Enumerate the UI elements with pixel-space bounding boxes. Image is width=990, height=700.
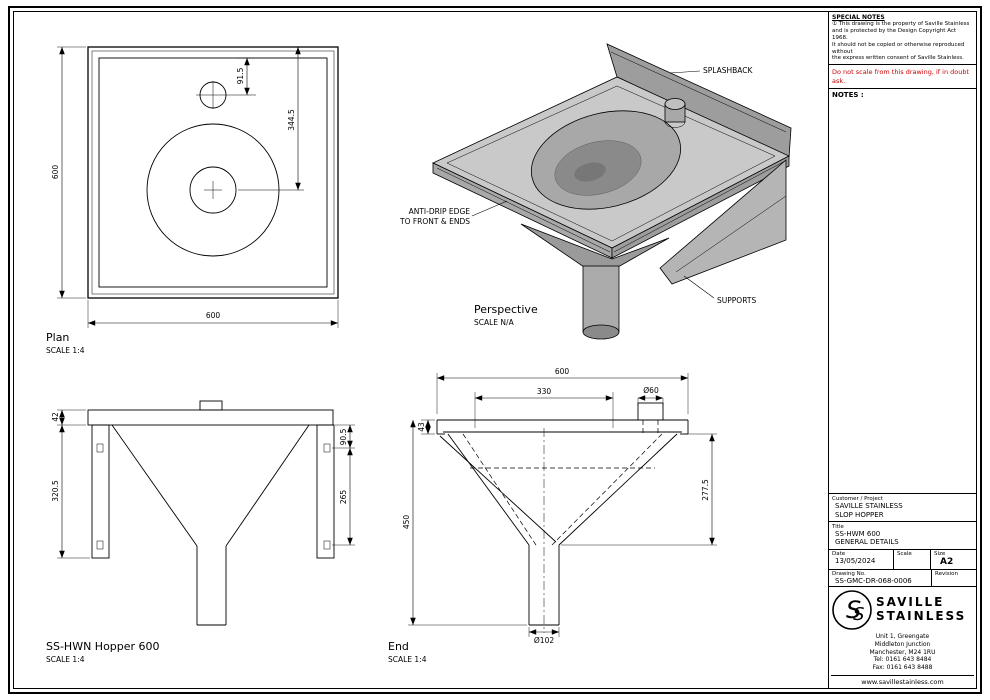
rim-face-right: [611, 155, 790, 259]
plan-scale: SCALE 1:4: [46, 346, 85, 355]
perspective-callouts: SPLASHBACK ANTI-DRIP EDGE TO FRONT & END…: [399, 66, 756, 305]
company-address-line2: Middleton Junction: [874, 640, 931, 648]
special-notes-line: ① This drawing is the property of Savill…: [832, 21, 970, 27]
company-tel: Tel: 0161 643 8484: [873, 656, 932, 664]
end-dim-width: 600: [555, 367, 570, 376]
front-dim-body-height: 320.5: [51, 480, 60, 502]
company-address-line3: Manchester, M24 1RU: [869, 648, 936, 656]
size-value: A2: [940, 556, 954, 567]
title-line1: SS-HWM 600: [835, 529, 881, 538]
special-notes-line: and is protected by the Design Copyright…: [832, 27, 957, 41]
notes-box: NOTES :: [829, 89, 976, 495]
title-label: Title: [832, 523, 844, 530]
plan-dim-outlet-offset: 91.5: [236, 67, 245, 84]
front-title: SS-HWN Hopper 600: [46, 640, 160, 653]
plan-dim-width: 600: [206, 311, 221, 320]
special-notes-header: SPECIAL NOTES: [832, 14, 885, 21]
date-scale-size-row: Date 13/05/2024 Scale Size A2: [829, 549, 976, 570]
customer-label: Customer / Project: [832, 496, 883, 503]
support-bracket: [659, 159, 787, 285]
company-main: S S SAVILLE STAINLESS: [831, 589, 974, 631]
plan-view: 91.5 344.5 600 600 Plan SCALE 1:4: [46, 46, 339, 355]
company-name-line1: SAVILLE: [876, 595, 945, 610]
company-name-line2: STAINLESS: [876, 609, 967, 624]
revision-label: Revision: [935, 570, 958, 577]
date-cell: Date 13/05/2024: [829, 549, 894, 569]
drawing-no-label: Drawing No.: [832, 570, 866, 577]
end-scale: SCALE 1:4: [388, 655, 427, 664]
end-title: End: [388, 640, 409, 653]
front-scale: SCALE 1:4: [46, 655, 85, 664]
end-dimensions: 600 330 Ø60 43 450 277.5: [402, 367, 717, 645]
scale-label: Scale: [897, 550, 912, 557]
plan-dim-height: 600: [51, 165, 60, 180]
title-box: Title SS-HWM 600 GENERAL DETAILS: [829, 522, 976, 550]
perspective-scale: SCALE N/A: [474, 318, 515, 327]
title-line2: GENERAL DETAILS: [835, 538, 899, 547]
customer-line2: SLOP HOPPER: [835, 510, 884, 519]
end-dim-overall-height: 450: [402, 515, 411, 530]
splashback-outlet-stub: [664, 98, 686, 128]
drawing-no-cell: Drawing No. SS-GMC-DR-068-0006: [829, 569, 932, 587]
perspective-view: SPLASHBACK ANTI-DRIP EDGE TO FRONT & END…: [399, 43, 792, 340]
company-block: S S SAVILLE STAINLESS Unit 1, Greengate …: [829, 587, 976, 688]
front-dim-hole-offset: 90.5: [339, 428, 348, 445]
do-not-scale-note: Do not scale from this drawing, if in do…: [829, 65, 976, 90]
end-dim-funnel-height: 277.5: [701, 479, 710, 501]
front-outline: [87, 400, 335, 626]
special-notes-line: It should not be copied or otherwise rep…: [832, 41, 965, 55]
end-dim-outlet-dia: Ø60: [643, 386, 659, 395]
end-dim-rim-depth: 43: [417, 422, 426, 432]
callout-antidrip-line1: ANTI-DRIP EDGE: [409, 207, 471, 216]
perspective-title: Perspective: [474, 303, 538, 316]
end-dim-bowl-width: 330: [537, 387, 552, 396]
notes-label: NOTES :: [832, 91, 864, 100]
plan-dimensions: 91.5 344.5 600 600: [51, 46, 339, 328]
scale-cell: Scale: [894, 549, 931, 569]
special-notes-line: the express written consent of Saville S…: [832, 55, 964, 62]
title-block: SPECIAL NOTES ① This drawing is the prop…: [828, 12, 976, 688]
company-fax: Fax: 0161 643 8488: [872, 664, 933, 672]
waste-pipe: [582, 265, 620, 340]
customer-line1: SAVILLE STAINLESS: [835, 502, 903, 511]
svg-text:S: S: [846, 596, 861, 624]
plan-dim-bowl-center: 344.5: [287, 109, 296, 131]
size-label: Size: [934, 550, 946, 557]
front-dim-rim-height: 42: [51, 412, 60, 422]
end-outline: [436, 402, 689, 633]
revision-cell: Revision: [932, 570, 976, 586]
front-dimensions: 42 320.5 90.5 265: [51, 409, 355, 559]
company-address-line1: Unit 1, Greengate: [875, 633, 930, 641]
customer-box: Customer / Project SAVILLE STAINLESS SLO…: [829, 494, 976, 522]
plan-outline: [87, 46, 339, 299]
front-dim-hole-spacing: 265: [339, 490, 348, 505]
callout-supports: SUPPORTS: [717, 296, 756, 305]
callout-splashback: SPLASHBACK: [703, 66, 754, 75]
callout-antidrip-line2: TO FRONT & ENDS: [399, 217, 470, 226]
company-logo-icon: S S: [832, 590, 872, 630]
funnel-cone: [520, 223, 670, 268]
front-view: 42 320.5 90.5 265 SS-HWN Hopper 600 SCAL…: [46, 400, 355, 664]
end-view: 600 330 Ø60 43 450 277.5: [388, 367, 717, 664]
sheet-border-inner: [13, 11, 977, 689]
plan-title: Plan: [46, 331, 69, 344]
drawing-no-value: SS-GMC-DR-068-0006: [835, 576, 912, 585]
drawing-no-row: Drawing No. SS-GMC-DR-068-0006 Revision: [829, 569, 976, 588]
company-website: www.savillestainless.com: [831, 675, 974, 686]
end-dim-pipe-dia: Ø102: [534, 636, 554, 645]
date-label: Date: [832, 550, 846, 557]
date-value: 13/05/2024: [835, 556, 876, 565]
company-address: Unit 1, Greengate Middleton Junction Man…: [831, 633, 974, 672]
svg-text:S: S: [853, 604, 864, 625]
sheet-border-outer: [8, 6, 982, 694]
special-notes-box: SPECIAL NOTES ① This drawing is the prop…: [829, 12, 976, 66]
bowl-drain: [574, 162, 606, 182]
size-cell: Size A2: [931, 550, 976, 569]
company-name: SAVILLE STAINLESS: [876, 595, 967, 624]
